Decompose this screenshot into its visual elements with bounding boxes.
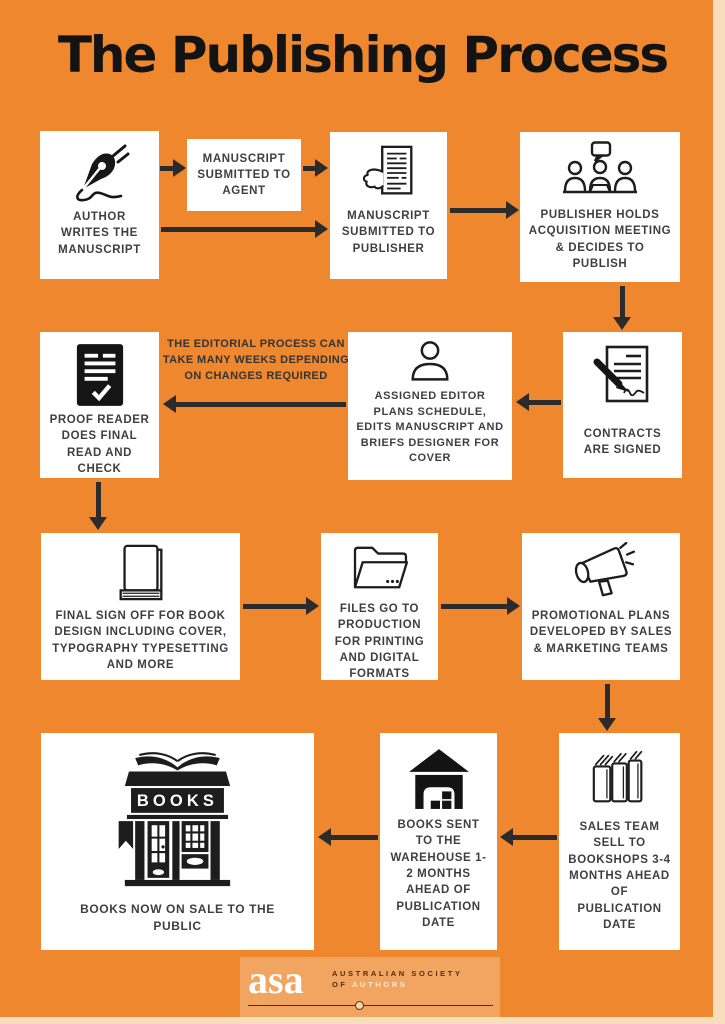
step-author: AUTHOR WRITES THE MANUSCRIPT [40,131,159,279]
step-production: FILES GO TO PRODUCTION FOR PRINTING AND … [321,533,438,680]
org-name: AUSTRALIAN SOCIETY OF AUTHORS [332,968,463,990]
footer-divider-dot [355,1001,364,1010]
checked-document-icon [74,342,126,408]
meeting-icon [562,140,638,202]
org-line2-of: OF [332,980,348,989]
editorial-note: THE EDITORIAL PROCESS CAN TAKE MANY WEEK… [162,338,350,382]
step-publisher-label: MANUSCRIPT SUBMITTED TO PUBLISHER [341,210,436,255]
step-design-label: FINAL SIGN OFF FOR BOOK DESIGN INCLUDING… [52,610,229,671]
arrow-agent-to-publisher [303,159,328,177]
warehouse-icon [406,747,472,809]
step-proofread-label: PROOF READER DOES FINAL READ AND CHECK [49,414,150,475]
step-promotion-label: PROMOTIONAL PLANS DEVELOPED BY SALES & M… [529,610,673,655]
megaphone-icon [566,542,636,602]
arrow-warehouse-to-retail [318,828,378,846]
arrow-acquisition-to-contracts [613,286,631,330]
footer-divider-line [248,1005,493,1006]
step-retail-label: BOOKS NOW ON SALE TO THE PUBLIC [80,902,275,934]
step-agent: MANUSCRIPT SUBMITTED TO AGENT [187,139,301,211]
arrow-design-to-production [243,597,319,615]
right-edge-strip [713,0,725,1024]
bookshop-sign-text: BOOKS [136,792,217,810]
step-editor-label: ASSIGNED EDITOR PLANS SCHEDULE, EDITS MA… [356,390,504,465]
arrow-editor-to-proofread [163,395,346,413]
step-sales: SALES TEAM SELL TO BOOKSHOPS 3-4 MONTHS … [559,733,680,950]
step-warehouse-label: BOOKS SENT TO THE WAREHOUSE 1-2 MONTHS A… [390,819,487,929]
arrow-promotion-to-sales [598,684,616,731]
arrow-publisher-to-acquisition [450,201,519,219]
step-publisher: MANUSCRIPT SUBMITTED TO PUBLISHER [330,132,447,279]
org-line2-authors: AUTHORS [352,980,408,989]
arrow-production-to-promotion [441,597,520,615]
arrow-proofread-to-design [89,482,107,530]
books-icon [588,747,652,811]
step-sales-label: SALES TEAM SELL TO BOOKSHOPS 3-4 MONTHS … [568,821,671,931]
person-icon [406,339,454,387]
step-acquisition: PUBLISHER HOLDS ACQUISITION MEETING & DE… [520,132,680,282]
arrow-author-to-agent [160,159,186,177]
arrow-author-to-publisher [161,220,328,238]
step-contracts: CONTRACTS ARE SIGNED [563,332,682,478]
fountain-pen-icon [67,139,133,205]
step-author-label: AUTHOR WRITES THE MANUSCRIPT [58,211,141,256]
arrow-contracts-to-editor [516,393,561,411]
arrow-sales-to-warehouse [500,828,557,846]
step-contracts-label: CONTRACTS ARE SIGNED [583,428,662,457]
org-line1: AUSTRALIAN SOCIETY [332,969,463,978]
folder-icon [351,543,409,593]
step-warehouse: BOOKS SENT TO THE WAREHOUSE 1-2 MONTHS A… [380,733,497,950]
signed-contract-icon [590,344,656,410]
page-title: The Publishing Process [57,26,669,84]
step-retail: BOOKS BOOKS NOW ON SALE TO THE PUBLIC [41,733,314,950]
bookshop-icon: BOOKS [98,745,258,891]
step-promotion: PROMOTIONAL PLANS DEVELOPED BY SALES & M… [522,533,680,680]
step-production-label: FILES GO TO PRODUCTION FOR PRINTING AND … [334,603,425,681]
bottom-edge-strip [0,1017,725,1024]
step-acquisition-label: PUBLISHER HOLDS ACQUISITION MEETING & DE… [528,209,672,270]
asa-logo: asa [248,957,304,1002]
step-editor: ASSIGNED EDITOR PLANS SCHEDULE, EDITS MA… [348,332,512,480]
step-agent-label: MANUSCRIPT SUBMITTED TO AGENT [197,152,291,198]
manuscript-hand-icon [358,142,420,204]
step-design: FINAL SIGN OFF FOR BOOK DESIGN INCLUDING… [41,533,240,680]
step-proofread: PROOF READER DOES FINAL READ AND CHECK [40,332,159,478]
footer-logo-panel: asa AUSTRALIAN SOCIETY OF AUTHORS [240,957,500,1018]
book-icon [111,542,171,602]
